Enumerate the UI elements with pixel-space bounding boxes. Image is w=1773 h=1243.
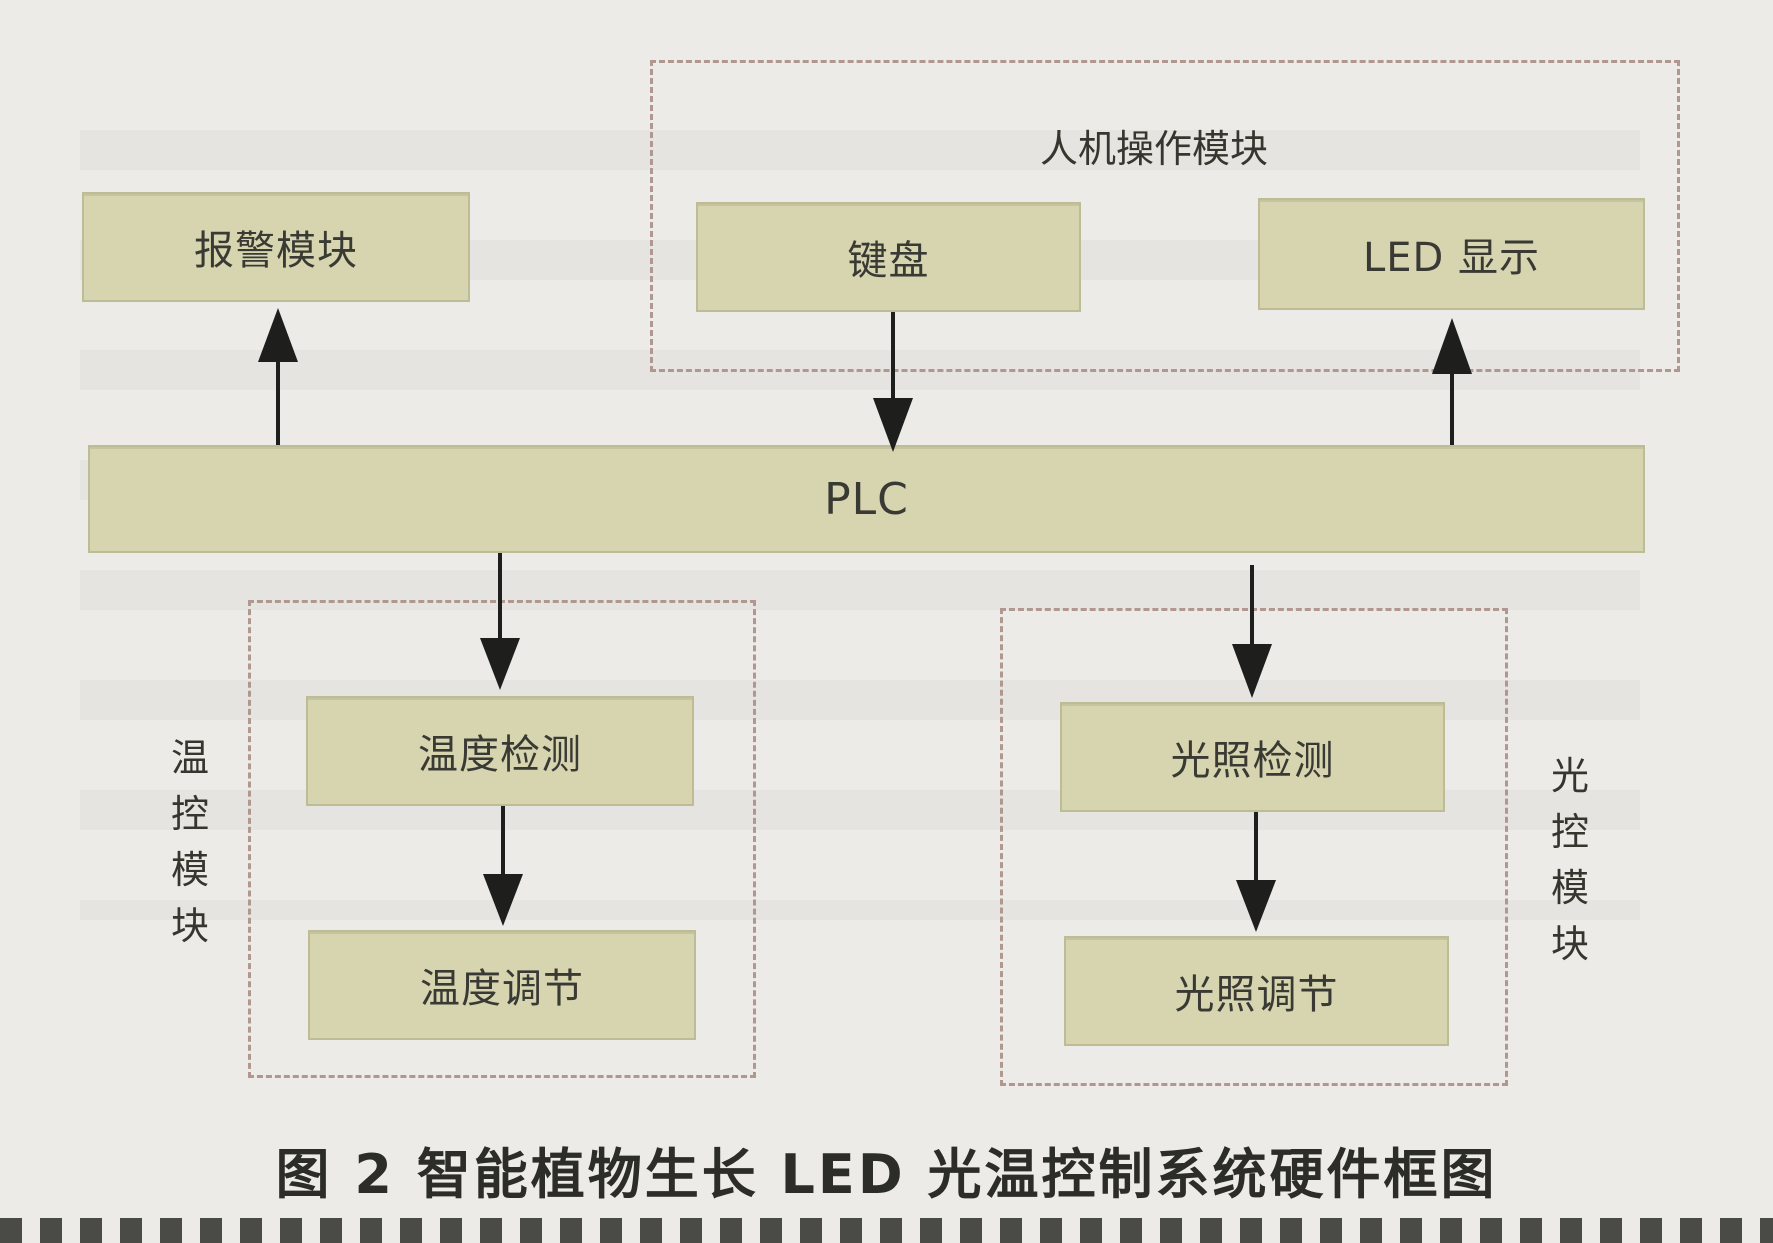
arrowhead-temp-adjust [483,874,523,926]
node-plc: PLC [88,445,1645,553]
group-label-temp: 温控模块 [170,736,209,948]
arrowhead-alarm [258,308,298,362]
node-light-detect: 光照检测 [1060,702,1445,812]
arrowhead-led-display [1432,318,1472,374]
group-label-light: 光控模块 [1550,754,1589,966]
cropped-text-fragment [0,1218,1773,1243]
arrowhead-light-adjust [1236,880,1276,932]
group-hmi-module [650,60,1680,372]
node-temp-detect: 温度检测 [306,696,694,806]
node-alarm-module: 报警模块 [82,192,470,302]
node-temp-adjust: 温度调节 [308,930,696,1040]
node-led-display: LED 显示 [1258,198,1645,310]
arrowhead-plc-from-keyboard [873,398,913,452]
node-keyboard: 键盘 [696,202,1081,312]
node-light-adjust: 光照调节 [1064,936,1449,1046]
group-label-hmi: 人机操作模块 [1040,127,1269,171]
arrowhead-light-detect [1232,644,1272,698]
figure-caption: 图 2 智能植物生长 LED 光温控制系统硬件框图 [275,1143,1498,1206]
arrowhead-temp-detect [480,638,520,690]
